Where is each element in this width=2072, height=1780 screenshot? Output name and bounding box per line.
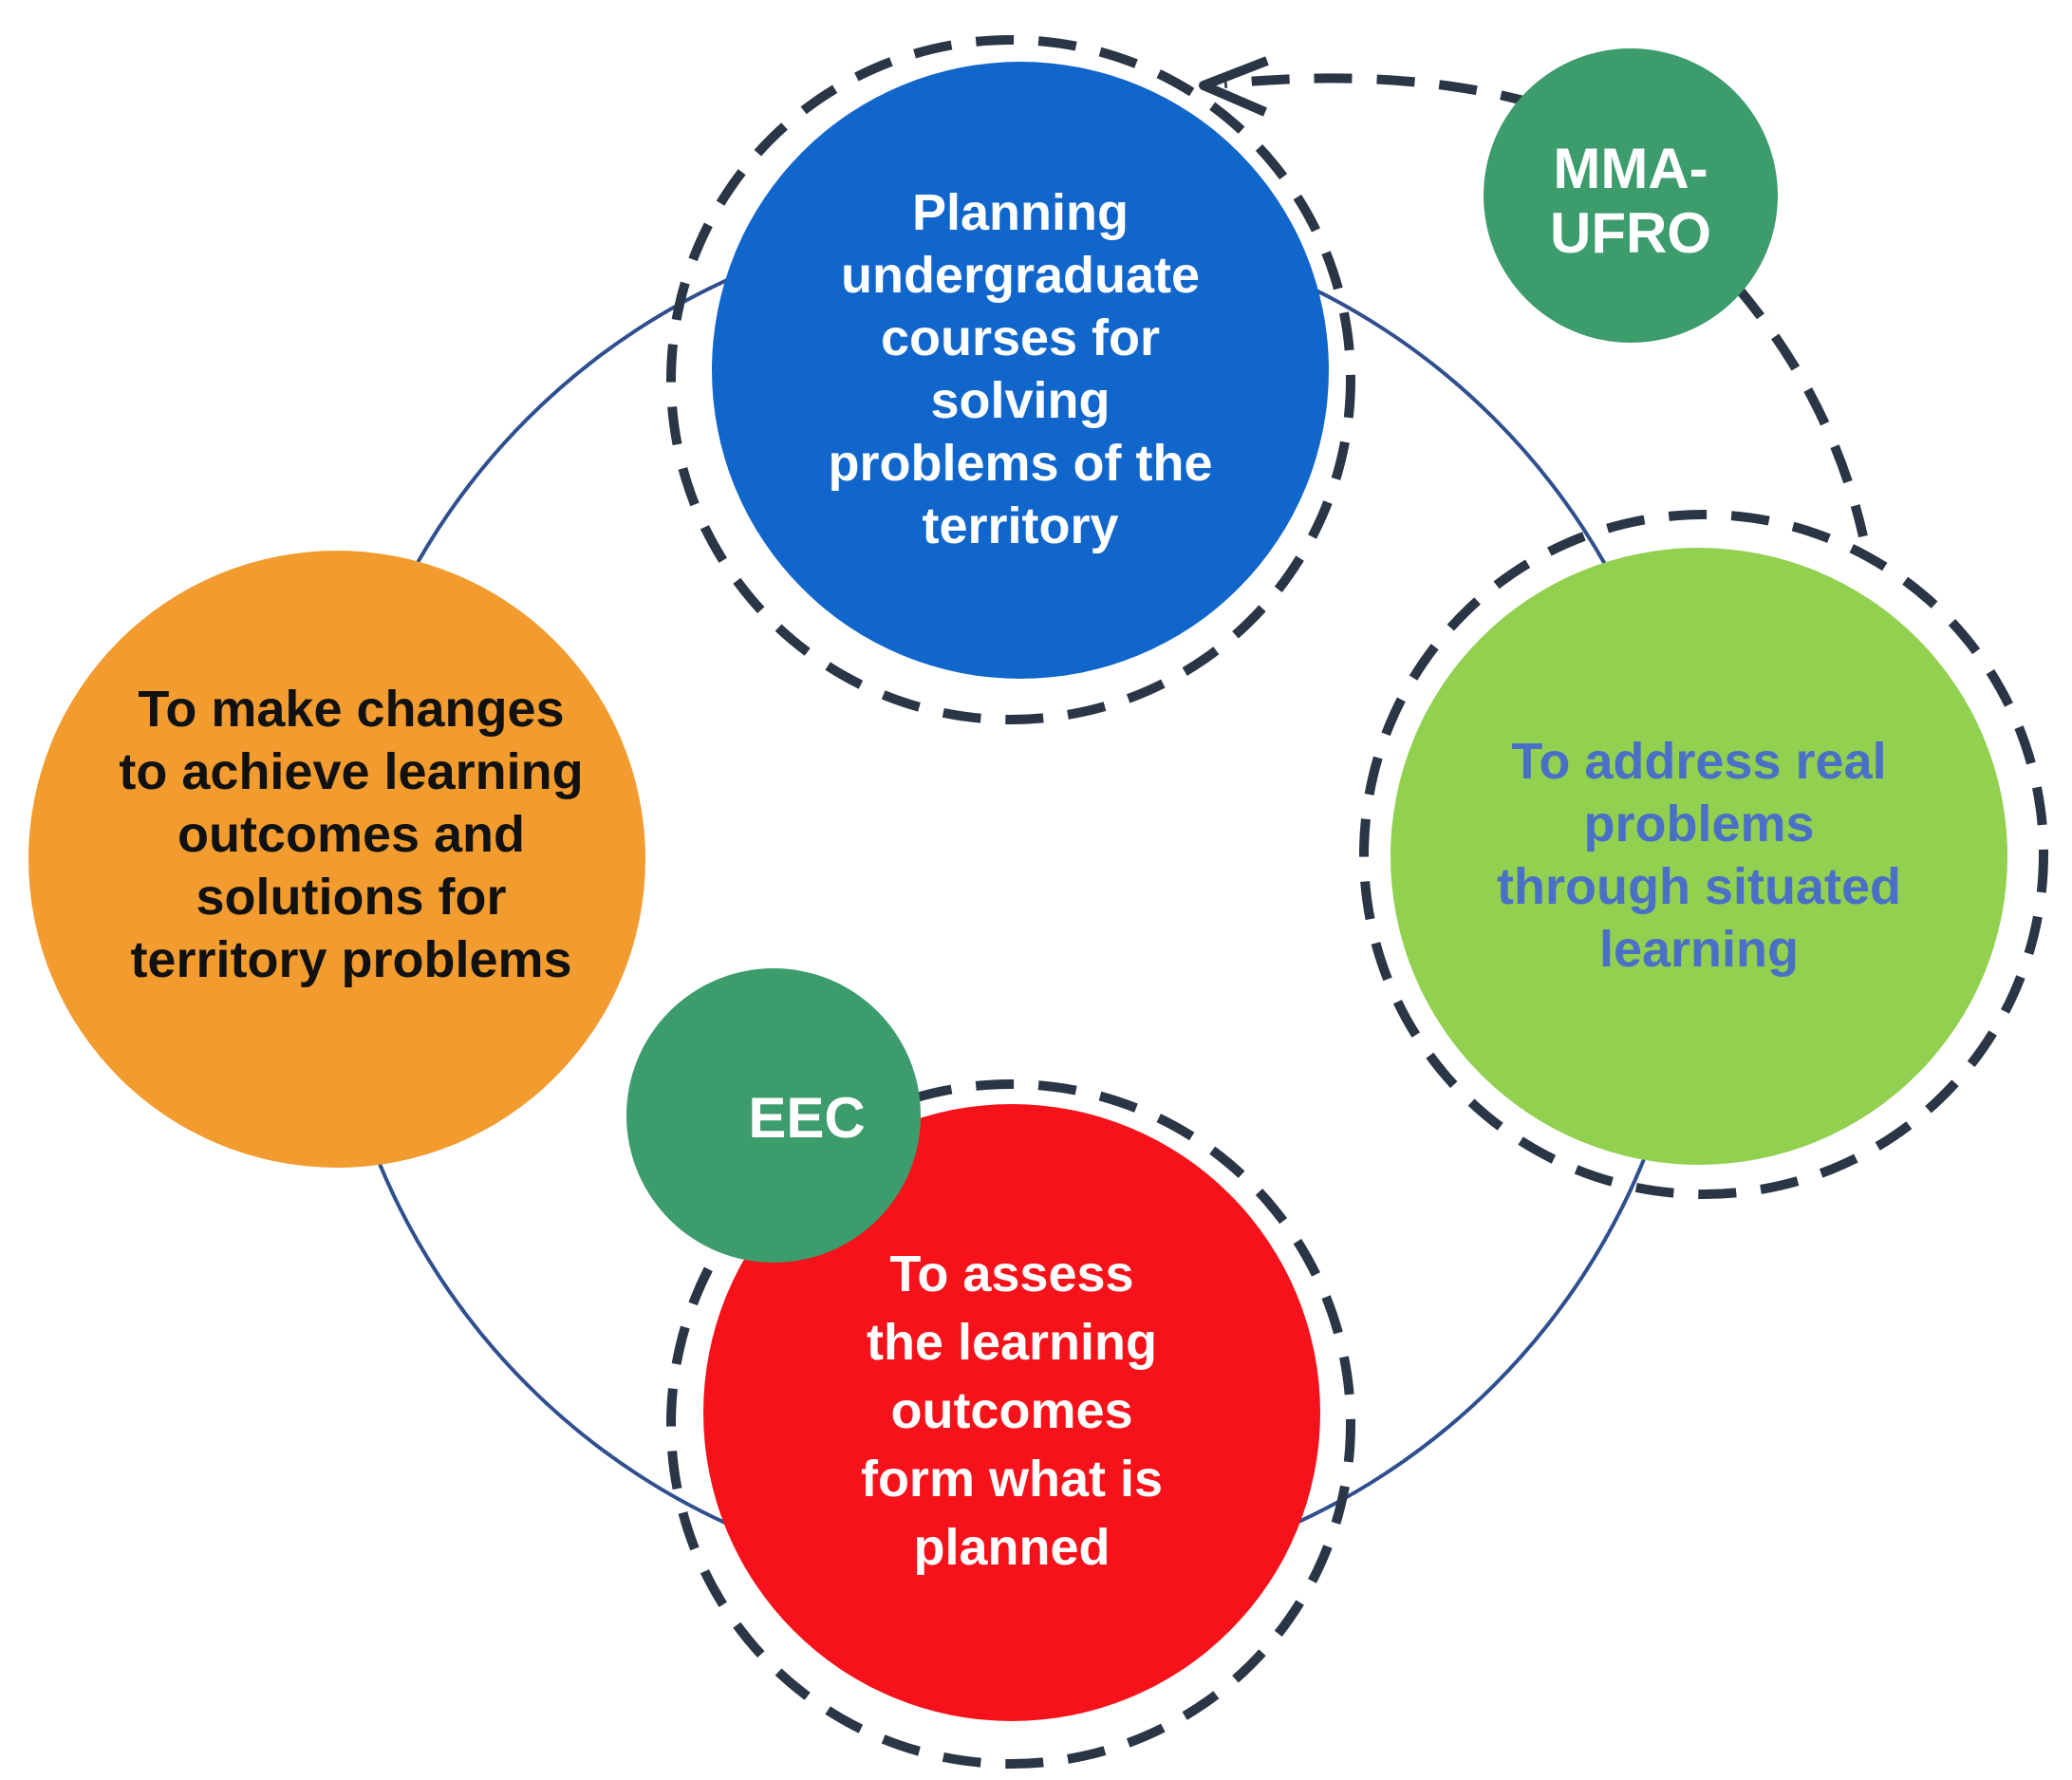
mma_ufro-label-line: UFRO [1550, 201, 1711, 265]
changes-circle [28, 551, 645, 1168]
tag-mma-ufro: MMA-UFRO [1484, 48, 1778, 343]
address-label-line: through situated [1497, 858, 1901, 915]
planning-label-line: problems of the [828, 435, 1212, 492]
dashed-connector-mma-to-address [1733, 283, 1868, 538]
planning-label-line: courses for [881, 309, 1160, 366]
planning-circle [712, 62, 1329, 679]
address-label-line: problems [1583, 796, 1814, 853]
assess-circle [703, 1104, 1320, 1721]
assess-label-line: To assess [889, 1246, 1133, 1302]
address-label-line: To address real [1511, 733, 1886, 790]
mma-ufro-circle [1484, 48, 1778, 343]
dashed-outline-assess [666, 1079, 1355, 1769]
dashed-connector-mma-to-planning [1223, 73, 1540, 109]
tag-eec: EEC [626, 968, 921, 1263]
address-circle [1391, 548, 2007, 1165]
planning-label-line: Planning [912, 184, 1129, 241]
changes-label-line: To make changes [138, 681, 564, 738]
planning-label-line: territory [922, 497, 1118, 554]
eec-label-line: EEC [748, 1086, 865, 1150]
changes-label-line: solutions for [196, 869, 507, 926]
assess-label: To assess the learning outcomes form what i… [861, 1246, 1163, 1576]
eec-label: EEC [748, 1086, 865, 1150]
planning-label-line: undergraduate [841, 247, 1200, 304]
stage-assess: To assess the learning outcomes form what i… [703, 1104, 1320, 1721]
mma-ufro-label: MMA-UFRO [1550, 137, 1711, 265]
planning-label-line: solving [930, 372, 1110, 429]
assess-label-line: planned [913, 1519, 1110, 1576]
mma_ufro-label-line: MMA- [1553, 137, 1708, 200]
dashed-outline-planning [666, 35, 1355, 724]
changes-label-line: to achieve learning [119, 743, 583, 800]
arrowhead-icon [1199, 56, 1269, 117]
eec-circle [626, 968, 921, 1263]
address-label-line: learning [1599, 921, 1799, 978]
changes-label-line: territory problems [130, 931, 571, 988]
assess-label-line: form what is [861, 1451, 1163, 1508]
assess-label-line: the learning [867, 1314, 1157, 1371]
assess-label-line: outcomes [890, 1382, 1132, 1439]
dashed-outline-address [1359, 510, 2048, 1199]
changes-label-line: outcomes and [177, 806, 525, 863]
